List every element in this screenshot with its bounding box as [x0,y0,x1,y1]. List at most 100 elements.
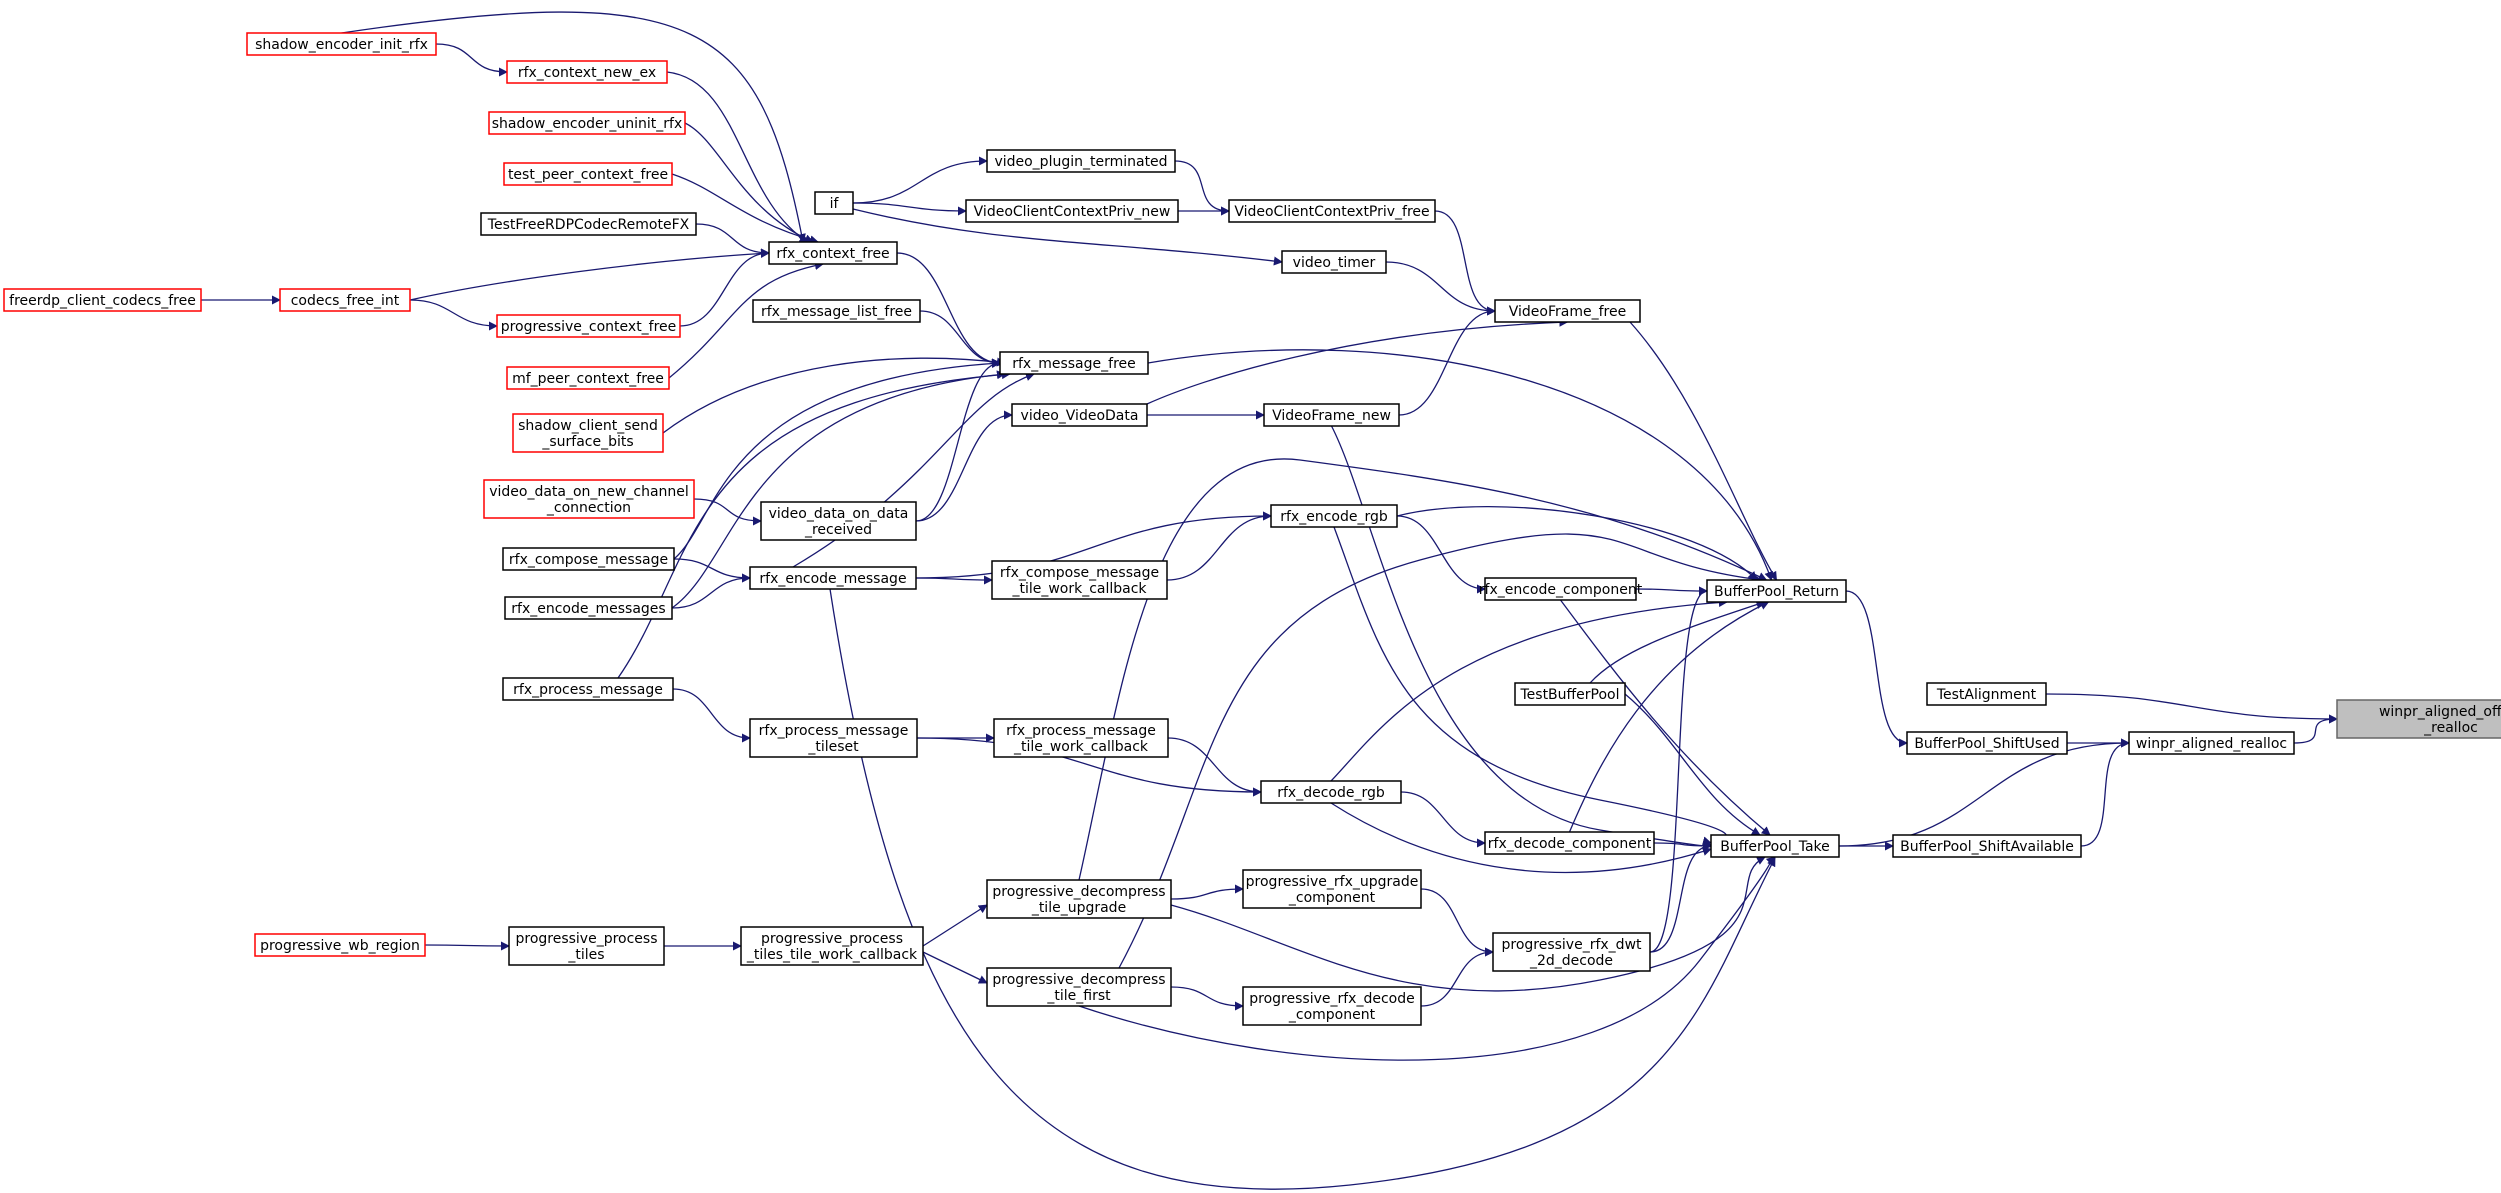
graph-node-pdtu[interactable]: progressive_decompress_tile_upgrade [986,879,1172,919]
graph-node-mpcf[interactable]: mf_peer_context_free [506,366,670,390]
graph-node-vdonc[interactable]: video_data_on_new_channel_connection [483,479,695,519]
node-label: video_data_on_new_channel [489,484,689,500]
graph-node-rems[interactable]: rfx_encode_messages [504,596,673,620]
edge-rdr-to-bpr [1330,598,1728,782]
edge-rems-to-rmf [671,370,1006,609]
graph-node-rec[interactable]: rfx_encode_component [1479,577,1643,601]
node-box [502,547,675,571]
node-label: if [830,196,840,212]
graph-node-vff[interactable]: VideoFrame_free [1494,299,1641,323]
graph-node-bpsu[interactable]: BufferPool_ShiftUsed [1906,731,2068,755]
graph-node-rmlf[interactable]: rfx_message_list_free [752,299,921,323]
graph-node-rdc[interactable]: rfx_decode_component [1484,831,1655,855]
graph-node-seur[interactable]: shadow_encoder_uninit_rfx [488,111,686,135]
edge-bpr-to-bpsu [1845,590,1908,748]
edge-pdtu-to-bpt [1170,856,1766,992]
node-label: _received [804,522,872,538]
edge-rcm-to-rmf [673,359,1001,560]
edge-wpr-to-root [2293,714,2338,744]
edge-vdonc-to-vdodr [693,498,762,526]
graph-node-vt[interactable]: video_timer [1281,250,1387,274]
edge-rcne-to-rcf [666,71,809,243]
graph-node-rpmtwc[interactable]: rfx_process_message_tile_work_callback [993,718,1169,758]
node-box [1242,869,1422,909]
graph-node-rcm[interactable]: rfx_compose_message [502,547,675,571]
node-box [496,314,681,338]
node-label: VideoFrame_free [1509,304,1626,320]
node-box [1514,682,1626,706]
graph-node-rem[interactable]: rfx_encode_message [749,566,917,590]
graph-node-vccpn[interactable]: VideoClientContextPriv_new [965,199,1179,223]
graph-node-root[interactable]: winpr_aligned_offset_realloc [2336,699,2501,739]
edge-rpm-to-rpmt [672,688,751,743]
edge-vt-to-vff [1385,261,1496,316]
graph-node-pcf[interactable]: progressive_context_free [496,314,681,338]
node-label: progressive_rfx_upgrade [1246,874,1419,890]
graph-node-wpr[interactable]: winpr_aligned_realloc [2128,731,2295,755]
graph-node-vpt[interactable]: video_plugin_terminated [986,149,1176,173]
node-label: test_peer_context_free [508,167,668,183]
node-label: rfx_encode_rgb [1280,509,1388,525]
graph-node-bpr[interactable]: BufferPool_Return [1706,579,1847,603]
graph-node-rpmt[interactable]: rfx_process_message_tileset [749,718,918,758]
graph-node-vfn[interactable]: VideoFrame_new [1263,403,1400,427]
graph-node-pptwc[interactable]: progressive_process_tiles_tile_work_call… [740,926,924,966]
node-label: BufferPool_Take [1720,839,1830,855]
graph-node-if[interactable]: if [814,191,854,215]
graph-node-vdodr[interactable]: video_data_on_data_received [760,501,917,541]
graph-node-tbp[interactable]: TestBufferPool [1514,682,1626,706]
graph-node-ppt[interactable]: progressive_process_tiles [508,926,665,966]
node-label: shadow_encoder_init_rfx [255,37,428,53]
graph-node-pdtf[interactable]: progressive_decompress_tile_first [986,967,1172,1007]
graph-node-tfrcr[interactable]: TestFreeRDPCodecRemoteFX [480,212,697,236]
node-label: rfx_decode_rgb [1277,785,1385,801]
edge-seir-to-rcne [435,43,508,77]
graph-node-prdc[interactable]: progressive_rfx_decode_component [1242,986,1422,1026]
graph-node-rdr[interactable]: rfx_decode_rgb [1260,780,1402,804]
graph-node-fccf[interactable]: freerdp_client_codecs_free [3,288,202,312]
edge-bpsa-to-wpr [2080,738,2130,847]
graph-node-vccpf[interactable]: VideoClientContextPriv_free [1228,199,1436,223]
graph-node-cfi[interactable]: codecs_free_int [279,288,411,312]
node-label: TestFreeRDPCodecRemoteFX [487,217,690,233]
graph-node-seir[interactable]: shadow_encoder_init_rfx [246,32,437,56]
edge-rmf-to-bpr [1147,349,1773,581]
edge-vfn-to-vff [1398,306,1496,416]
node-label: _2d_decode [1529,953,1613,969]
node-label: shadow_encoder_uninit_rfx [492,116,683,132]
node-box [483,479,695,519]
edge-tpcf-to-rcf [671,173,819,245]
node-box [749,566,917,590]
node-label: TestAlignment [1936,687,2037,703]
node-box [506,366,670,390]
edge-pruc-to-prd2d [1420,888,1494,957]
graph-node-pwr[interactable]: progressive_wb_region [254,933,426,957]
graph-node-ta[interactable]: TestAlignment [1926,682,2047,706]
node-box [1706,579,1847,603]
edge-rer-to-rec [1396,515,1486,594]
graph-node-bpsa[interactable]: BufferPool_ShiftAvailable [1892,834,2082,858]
edge-prdc-to-prd2d [1420,947,1494,1007]
edge-prd2d-to-bpt [1649,841,1712,953]
node-box [1710,834,1840,858]
graph-node-rcmtwc[interactable]: rfx_compose_message_tile_work_callback [991,560,1168,600]
node-label: video_timer [1293,255,1376,271]
graph-node-rmf[interactable]: rfx_message_free [999,351,1149,375]
edge-cfi-to-pcf [409,299,498,331]
graph-node-tpcf[interactable]: test_peer_context_free [503,162,673,186]
graph-node-rer[interactable]: rfx_encode_rgb [1270,504,1398,528]
graph-node-rpm[interactable]: rfx_process_message [502,677,674,701]
graph-node-rcf[interactable]: rfx_context_free [768,241,898,265]
graph-node-vvd[interactable]: video_VideoData [1011,403,1148,427]
node-label: rfx_decode_component [1488,836,1652,852]
graph-node-pruc[interactable]: progressive_rfx_upgrade_component [1242,869,1422,909]
graph-node-scssb[interactable]: shadow_client_send_surface_bits [512,413,664,453]
node-label: video_data_on_data [769,506,909,522]
graph-node-prd2d[interactable]: progressive_rfx_dwt_2d_decode [1492,932,1651,972]
node-label: _component [1288,1007,1376,1023]
node-box [1270,504,1398,528]
node-label: VideoClientContextPriv_new [974,204,1171,220]
graph-node-rcne[interactable]: rfx_context_new_ex [506,60,668,84]
edge-pdtf-to-bpr [1118,533,1763,969]
graph-node-bpt[interactable]: BufferPool_Take [1710,834,1840,858]
